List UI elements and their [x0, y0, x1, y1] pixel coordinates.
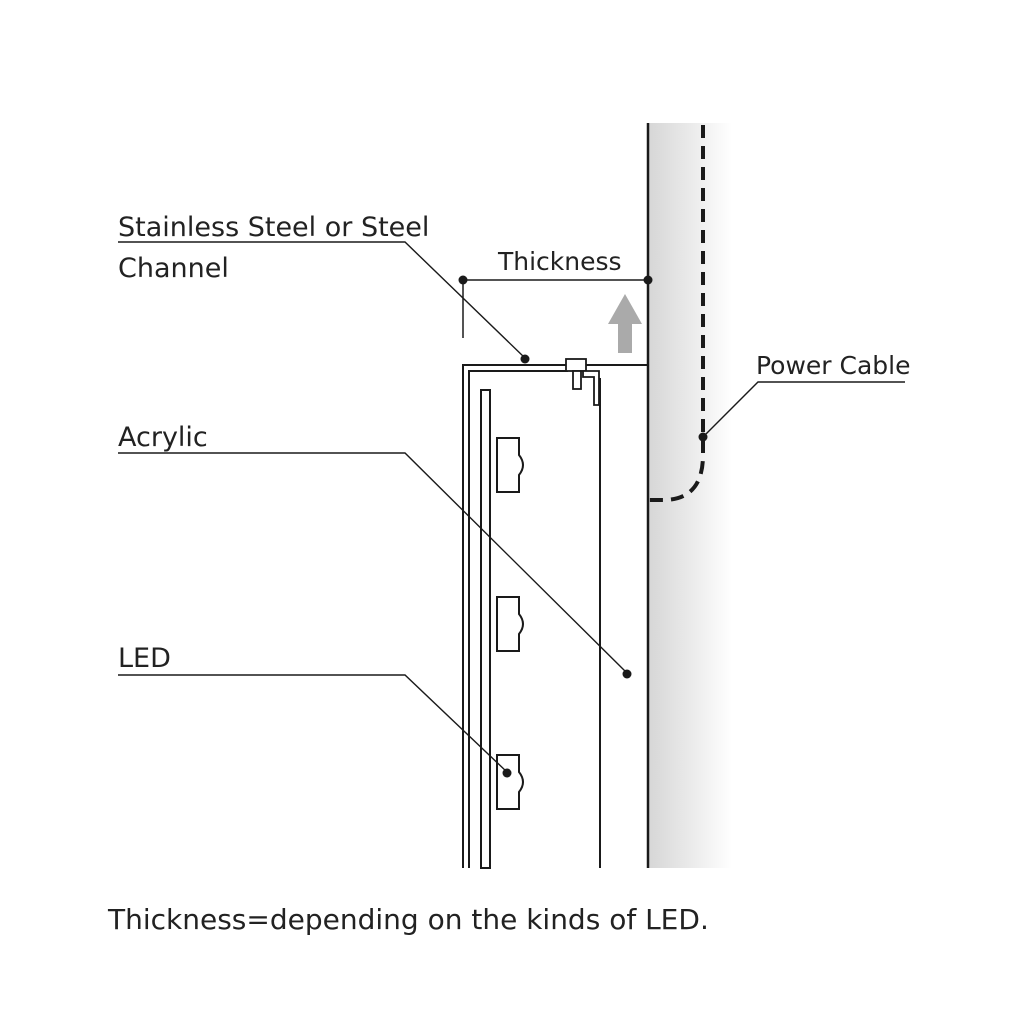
leader-channel [118, 241, 526, 359]
led-modules [496, 437, 524, 810]
bracket-top-plate [565, 358, 587, 372]
leader-dot-led [502, 768, 512, 778]
led-module [496, 754, 524, 810]
led-module [496, 596, 524, 652]
leader-acrylic [118, 452, 628, 674]
diagram-caption: Thickness=depending on the kinds of LED. [108, 903, 709, 936]
power-cable-line [648, 125, 705, 502]
label-channel-line1: Stainless Steel or Steel [118, 212, 429, 243]
bracket-clip [582, 370, 600, 406]
label-acrylic: Acrylic [118, 422, 208, 453]
leader-dot-acrylic [622, 669, 632, 679]
mounting-bracket [565, 358, 600, 406]
leader-power-cable [702, 381, 905, 438]
bracket-stem [572, 370, 582, 390]
leader-led [118, 674, 508, 773]
leader-lines [118, 241, 905, 773]
channel-inner-wall [468, 370, 568, 868]
led-module [496, 437, 524, 493]
dimension-dot-right [643, 275, 653, 285]
leader-dot-channel [520, 354, 530, 364]
label-power-cable: Power Cable [756, 351, 911, 380]
led-strip-board [480, 389, 491, 869]
wall-shade [648, 123, 732, 868]
label-channel-line2: Channel [118, 253, 229, 284]
label-thickness: Thickness [497, 247, 622, 276]
dimension-dot-left [458, 275, 468, 285]
label-led: LED [118, 643, 171, 674]
up-arrow-icon [608, 294, 642, 353]
thickness-dimension [458, 275, 653, 338]
leader-dot-power-cable [698, 432, 708, 442]
wall [646, 123, 732, 868]
channel-box [462, 364, 648, 869]
leader-dots [502, 354, 708, 778]
